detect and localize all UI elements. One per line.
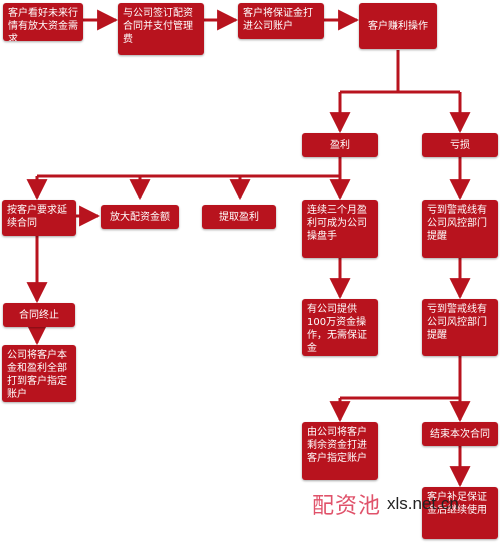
node-become-trader: 连续三个月盈利可成为公司操盘手	[302, 200, 378, 258]
node-refund-all: 公司将客户本金和盈利全部打到客户指定账户	[2, 345, 76, 402]
node-enlarge-amount: 放大配资金额	[101, 205, 179, 229]
node-continue-use: 客户补足保证金后继续使用	[422, 487, 498, 539]
node-end-contract: 结束本次合同	[422, 422, 498, 446]
watermark: 配资池 xls.net.cn	[312, 488, 459, 520]
watermark-logo: 配资池	[312, 494, 382, 519]
node-profit: 盈利	[302, 133, 378, 157]
node-loss: 亏损	[422, 133, 498, 157]
node-deposit: 客户将保证金打进公司账户	[238, 3, 324, 39]
node-loss-warning-1: 亏到警戒线有公司风控部门提醒	[422, 200, 498, 258]
node-refund-remaining: 由公司将客户剩余资金打进客户指定账户	[302, 422, 378, 480]
node-trading: 客户赚利操作	[359, 3, 437, 49]
node-loss-warning-2: 亏到警戒线有公司风控部门提醒	[422, 299, 498, 356]
node-extend-contract: 按客户要求延续合同	[2, 200, 76, 236]
node-sign-contract: 与公司签订配资合同并支付管理费	[118, 3, 204, 55]
node-demand: 客户看好未来行情有放大资金需求	[3, 3, 83, 41]
node-provide-capital: 有公司提供100万资金操作，无需保证金	[302, 299, 378, 356]
node-withdraw-profit: 提取盈利	[202, 205, 276, 229]
watermark-url: xls.net.cn	[387, 494, 459, 513]
node-contract-terminate: 合同终止	[3, 303, 75, 327]
